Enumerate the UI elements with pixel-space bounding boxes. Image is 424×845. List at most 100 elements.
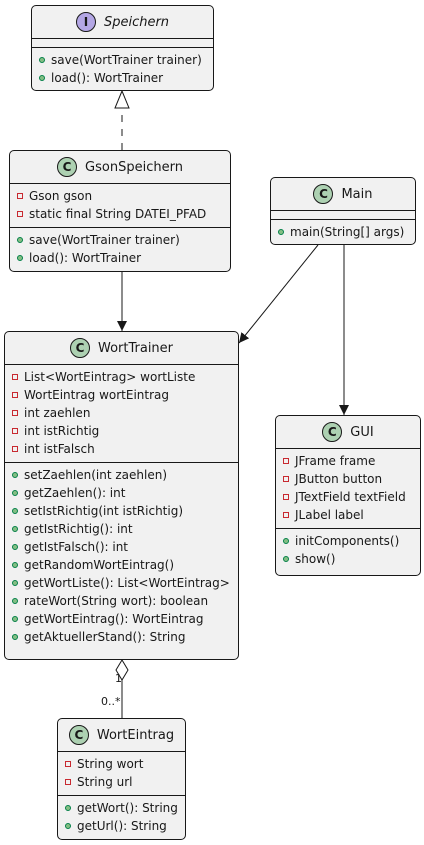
class-header: C GsonSpeichern <box>10 151 230 184</box>
public-icon <box>39 57 45 63</box>
class-name: WortTrainer <box>97 340 174 356</box>
methods-section: setZaehlen(int zaehlen) getZaehlen(): in… <box>5 462 238 650</box>
method-label: main(String[] args) <box>290 225 405 239</box>
method-label: getIstRichtig(): int <box>24 522 133 536</box>
attribute-row: WortEintrag wortEintrag <box>5 386 238 404</box>
private-icon <box>65 761 71 767</box>
methods-section: initComponents() show() <box>276 528 420 572</box>
attribute-label: String wort <box>77 757 144 771</box>
public-icon <box>39 75 45 81</box>
method-label: getWortEintrag(): WortEintrag <box>24 612 204 626</box>
private-icon <box>12 392 18 398</box>
attribute-row: JTextField textField <box>276 488 420 506</box>
attributes-section <box>271 211 415 219</box>
method-label: getIstFalsch(): int <box>24 540 129 554</box>
public-icon <box>65 805 71 811</box>
method-label: getZaehlen(): int <box>24 486 126 500</box>
public-icon <box>17 255 23 261</box>
private-icon <box>12 410 18 416</box>
method-label: getRandomWortEintrag() <box>24 558 175 572</box>
methods-section: save(WortTrainer trainer) load(): WortTr… <box>32 47 213 90</box>
attribute-label: String url <box>77 775 133 789</box>
attribute-row: JFrame frame <box>276 452 420 470</box>
class-gui[interactable]: C GUI JFrame frame JButton button JTextF… <box>275 415 421 576</box>
public-icon <box>12 526 18 532</box>
method-label: rateWort(String wort): boolean <box>24 594 209 608</box>
private-icon <box>12 374 18 380</box>
private-icon <box>283 458 289 464</box>
method-row: getZaehlen(): int <box>5 484 238 502</box>
public-icon <box>12 472 18 478</box>
method-label: save(WortTrainer trainer) <box>51 53 202 67</box>
class-header: C GUI <box>276 416 420 449</box>
method-row: getWortEintrag(): WortEintrag <box>5 610 238 628</box>
method-row: getWortListe(): List<WortEintrag> <box>5 574 238 592</box>
method-row: getUrl(): String <box>58 817 185 835</box>
class-name: WortEintrag <box>96 727 175 743</box>
methods-section: main(String[] args) <box>271 219 415 244</box>
public-icon <box>12 544 18 550</box>
attribute-row: static final String DATEI_PFAD <box>10 205 230 223</box>
class-badge-icon: C <box>322 422 343 442</box>
public-icon <box>283 538 289 544</box>
method-label: load(): WortTrainer <box>51 71 164 85</box>
public-icon <box>65 823 71 829</box>
public-icon <box>17 237 23 243</box>
method-label: setIstRichtig(int istRichtig) <box>24 504 184 518</box>
method-label: getWort(): String <box>77 801 178 815</box>
attribute-row: Gson gson <box>10 187 230 205</box>
method-label: setZaehlen(int zaehlen) <box>24 468 168 482</box>
multiplicity-source: 1 <box>115 672 122 685</box>
class-gsonspeichern[interactable]: C GsonSpeichern Gson gson static final S… <box>9 150 231 272</box>
private-icon <box>17 211 23 217</box>
private-icon <box>12 446 18 452</box>
private-icon <box>283 512 289 518</box>
attribute-label: int istFalsch <box>24 442 95 456</box>
attribute-label: JButton button <box>295 472 383 486</box>
method-row: main(String[] args) <box>271 223 415 241</box>
class-badge-icon: C <box>313 184 334 204</box>
method-label: show() <box>295 552 336 566</box>
method-label: getUrl(): String <box>77 819 167 833</box>
class-badge-icon: C <box>68 725 89 745</box>
attributes-section <box>32 39 213 47</box>
attributes-section: Gson gson static final String DATEI_PFAD <box>10 184 230 227</box>
attribute-row: int zaehlen <box>5 404 238 422</box>
attribute-label: static final String DATEI_PFAD <box>29 207 207 221</box>
class-header: C Main <box>271 178 415 211</box>
interface-badge-icon: I <box>75 12 96 32</box>
public-icon <box>278 229 284 235</box>
private-icon <box>17 193 23 199</box>
attribute-row: int istFalsch <box>5 440 238 458</box>
method-row: save(WortTrainer trainer) <box>10 231 230 249</box>
class-name: Speichern <box>103 14 170 30</box>
class-worteintrag[interactable]: C WortEintrag String wort String url get… <box>57 718 186 840</box>
attribute-row: String url <box>58 773 185 791</box>
realization-arrowhead <box>114 89 130 109</box>
attributes-section: String wort String url <box>58 752 185 795</box>
class-worttrainer[interactable]: C WortTrainer List<WortEintrag> wortList… <box>4 331 239 660</box>
method-row: setIstRichtig(int istRichtig) <box>5 502 238 520</box>
method-row: show() <box>276 550 420 568</box>
public-icon <box>12 616 18 622</box>
class-badge-icon: C <box>57 157 78 177</box>
attribute-label: JTextField textField <box>295 490 406 504</box>
method-row: load(): WortTrainer <box>10 249 230 267</box>
attributes-section: JFrame frame JButton button JTextField t… <box>276 449 420 528</box>
class-badge-icon: C <box>69 338 90 358</box>
private-icon <box>283 476 289 482</box>
public-icon <box>12 634 18 640</box>
method-label: getAktuellerStand(): String <box>24 630 186 644</box>
attribute-label: int zaehlen <box>24 406 91 420</box>
class-name: Main <box>341 186 373 202</box>
class-main[interactable]: C Main main(String[] args) <box>270 177 416 245</box>
public-icon <box>12 508 18 514</box>
attribute-row: List<WortEintrag> wortListe <box>5 368 238 386</box>
private-icon <box>65 779 71 785</box>
attribute-row: JButton button <box>276 470 420 488</box>
class-name: GsonSpeichern <box>85 159 183 175</box>
class-speichern[interactable]: I Speichern save(WortTrainer trainer) lo… <box>31 5 214 91</box>
methods-section: save(WortTrainer trainer) load(): WortTr… <box>10 227 230 271</box>
attribute-label: JLabel label <box>295 508 364 522</box>
private-icon <box>283 494 289 500</box>
